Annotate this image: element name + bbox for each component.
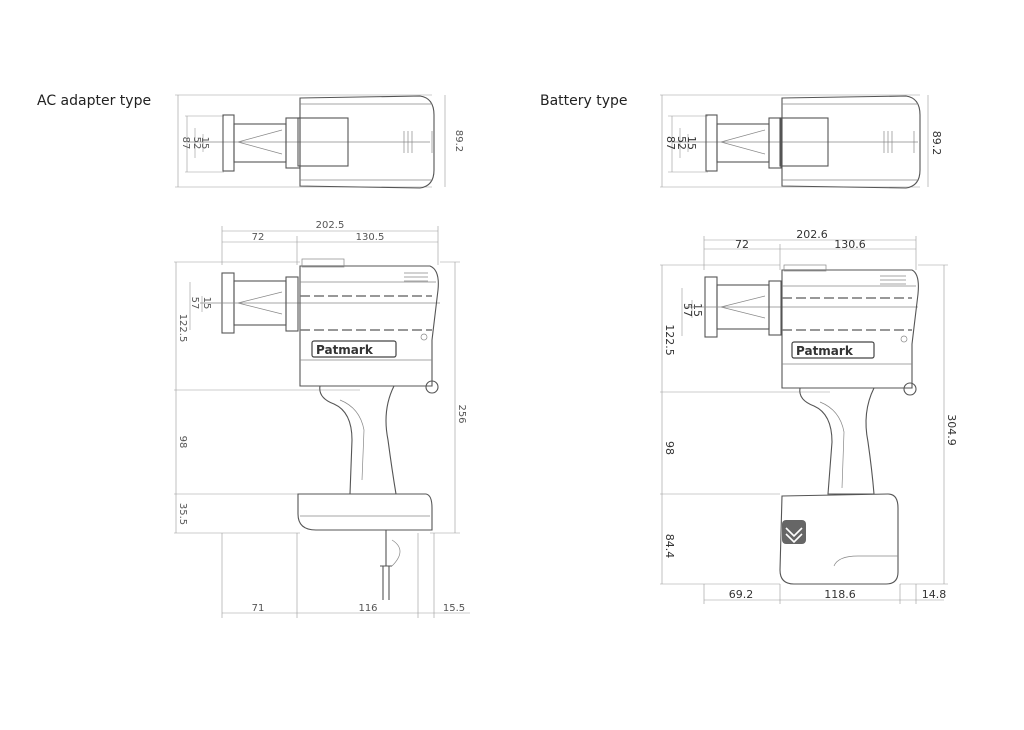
bat-brand-badge <box>791 341 875 359</box>
ac-dim-116: 116 <box>358 603 377 614</box>
ac-top-dim-87: 87 <box>180 137 191 150</box>
bat-dim-692: 69.2 <box>729 588 754 601</box>
bat-dim-1306: 130.6 <box>834 238 866 251</box>
battery-top-view: 15 52 87 89.2 <box>660 94 943 189</box>
ac-dim-256: 256 <box>456 404 467 423</box>
battery-title: Battery type <box>540 93 628 109</box>
bat-dim-148: 14.8 <box>922 588 947 601</box>
ac-dim-57: 57 <box>189 297 200 310</box>
ac-dim-72: 72 <box>252 232 265 243</box>
bat-dim-72: 72 <box>735 238 749 251</box>
bat-dim-1186: 118.6 <box>824 588 856 601</box>
ac-brand-label: Patmark <box>316 343 374 357</box>
ac-top-dim-15: 15 <box>199 137 210 150</box>
bat-top-dim-15: 15 <box>685 136 698 150</box>
ac-dim-355: 35.5 <box>177 503 188 525</box>
bat-top-dim-87: 87 <box>664 136 677 150</box>
ac-dim-total-width: 202.5 <box>316 220 345 231</box>
bat-dim-3049: 304.9 <box>945 414 958 446</box>
bat-dim-1225: 122.5 <box>663 324 676 356</box>
ac-top-view: 15 52 87 89.2 <box>175 94 464 189</box>
ac-side-view: 202.5 72 130.5 122.5 98 35.5 57 15 256 7… <box>174 220 470 618</box>
bat-brand-label: Patmark <box>796 344 854 358</box>
ac-dim-155: 15.5 <box>443 603 465 614</box>
ac-top-dim-892: 89.2 <box>453 130 464 152</box>
ac-dim-98: 98 <box>177 436 188 449</box>
ac-adapter-title: AC adapter type <box>37 93 151 109</box>
battery-logo-icon <box>782 520 806 544</box>
bat-dim-15: 15 <box>691 303 704 317</box>
ac-dim-1305: 130.5 <box>356 232 385 243</box>
bat-dim-844: 84.4 <box>663 534 676 559</box>
ac-top-dim-52: 52 <box>191 137 202 150</box>
ac-brand-badge <box>311 340 397 358</box>
bat-dim-57: 57 <box>681 303 694 317</box>
bat-top-dim-892: 89.2 <box>930 131 943 156</box>
battery-side-view: 202.6 72 130.6 122.5 98 84.4 57 15 304.9… <box>660 228 958 604</box>
ac-dim-71: 71 <box>252 603 265 614</box>
bat-top-dim-52: 52 <box>675 136 688 150</box>
ac-dim-1225: 122.5 <box>177 314 188 343</box>
bat-dim-total-width: 202.6 <box>796 228 828 241</box>
bat-dim-98: 98 <box>663 441 676 455</box>
